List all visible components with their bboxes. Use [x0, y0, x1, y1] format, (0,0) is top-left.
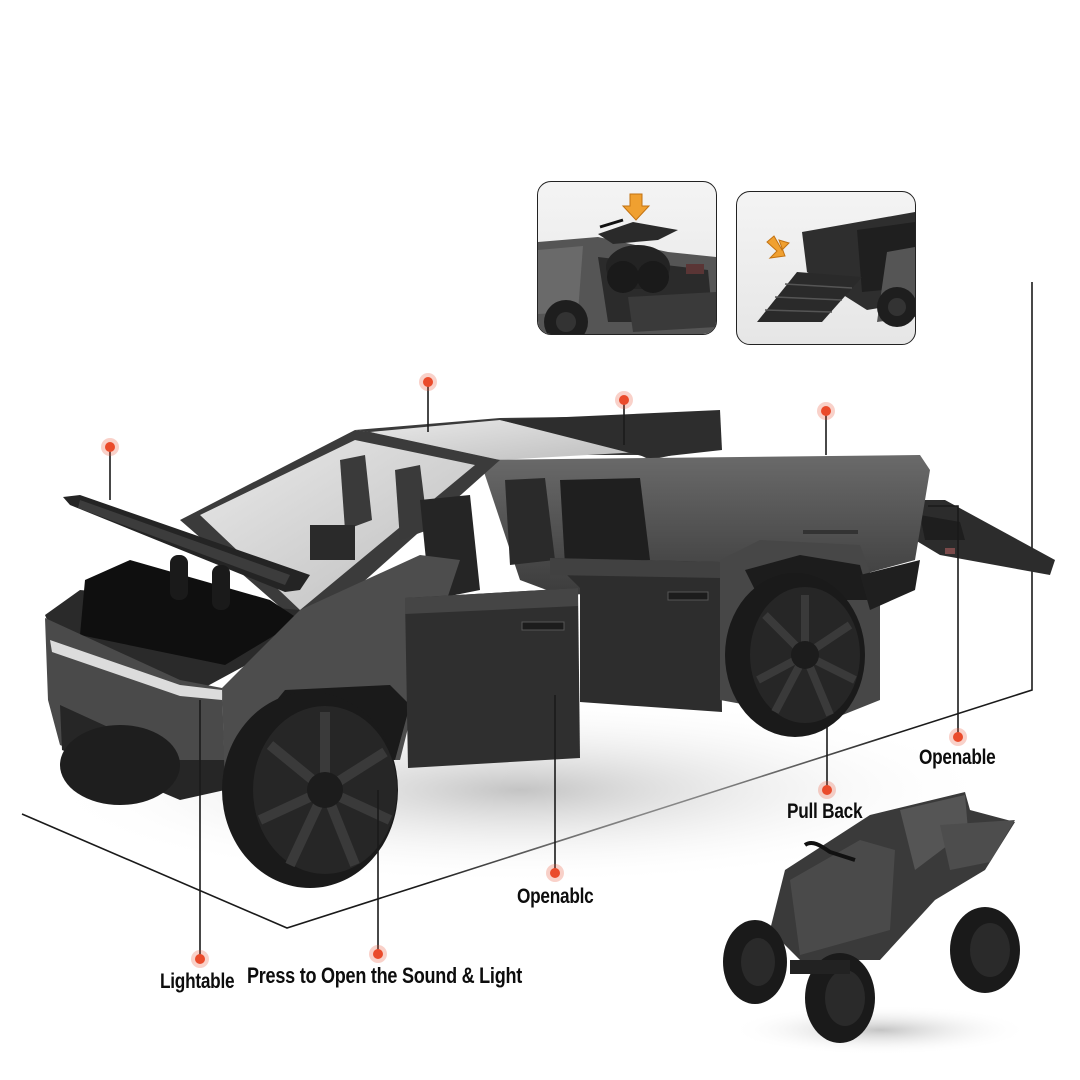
- callout-dot-bed-cover: [821, 406, 831, 416]
- frunk-lid: [63, 495, 310, 610]
- diagonal-arrow-icon: [766, 235, 790, 259]
- label-lightable: Lightable: [160, 970, 235, 993]
- front-wheel: [222, 692, 398, 888]
- callout-dot-lightable: [195, 954, 205, 964]
- label-pull-back: Pull Back: [787, 800, 863, 823]
- callout-dot-tailgate: [953, 732, 963, 742]
- ramp-illustration: [757, 212, 915, 327]
- callout-dot-sound-light: [373, 949, 383, 959]
- label-sound-light: Press to Open the Sound & Light: [247, 963, 523, 988]
- callout-lines: [109, 382, 959, 958]
- callout-dot-roof: [423, 377, 433, 387]
- inset-ramp-deployed: [736, 191, 916, 345]
- inset-atv-loading: [537, 181, 717, 335]
- rear-door: [550, 558, 722, 712]
- callout-dot-hood: [105, 442, 115, 452]
- down-arrow-icon: [621, 193, 651, 221]
- label-door-openable: Openablc: [517, 885, 594, 908]
- callout-dot-pull-back: [822, 785, 832, 795]
- tailgate-ramp: [915, 500, 1055, 575]
- callout-dot-door: [550, 868, 560, 878]
- callout-dot-rear-window: [619, 395, 629, 405]
- label-tailgate-openable: Openable: [919, 746, 996, 769]
- atv-illustration: [723, 792, 1020, 1043]
- hidden-front-wheel: [60, 725, 180, 805]
- rear-wheel: [725, 573, 865, 737]
- atv-in-bed-illustration: [538, 193, 716, 334]
- front-door: [405, 588, 580, 768]
